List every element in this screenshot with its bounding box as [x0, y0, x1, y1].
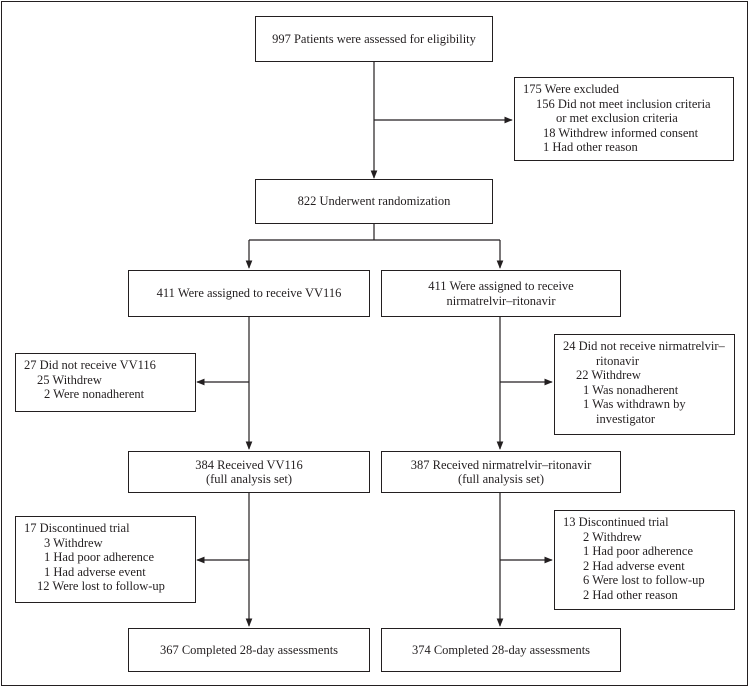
nirma-not-received-item: 22 Withdrew [576, 368, 641, 382]
nirma-not-received-box: 24 Did not receive nirmatrelvir– ritonav… [554, 334, 735, 435]
excluded-item: 1 Had other reason [543, 140, 638, 154]
vv116-not-received-box: 27 Did not receive VV116 25 Withdrew 2 W… [15, 353, 196, 412]
vv116-discontinued-title: 17 Discontinued trial [24, 521, 130, 535]
nirma-discontinued-title: 13 Discontinued trial [563, 515, 669, 529]
excluded-box: 175 Were excluded 156 Did not meet inclu… [514, 77, 734, 161]
vv116-not-received-item: 2 Were nonadherent [44, 387, 145, 401]
nirma-received-text: (full analysis set) [457, 472, 545, 486]
vv116-discontinued-item: 1 Had adverse event [44, 564, 146, 579]
randomization-box: 822 Underwent randomization [255, 179, 493, 224]
nirma-discontinued-box: 13 Discontinued trial 2 Withdrew 1 Had p… [554, 510, 735, 610]
nirma-not-received-title-cont: ritonavir [596, 353, 640, 368]
vv116-discontinued-item: 12 Were lost to follow-up [37, 579, 165, 593]
vv116-received-text: (full analysis set) [205, 472, 293, 486]
nirma-not-received-item: 1 Was nonadherent [583, 382, 679, 397]
screening-box: 997 Patients were assessed for eligibili… [255, 16, 493, 62]
nirma-discontinued-item: 6 Were lost to follow-up [583, 573, 705, 587]
vv116-discontinued-item: 3 Withdrew [44, 535, 103, 550]
vv116-assigned-text: 411 Were assigned to receive VV116 [156, 286, 342, 301]
screening-text: 997 Patients were assessed for eligibili… [272, 31, 476, 46]
nirma-completed-box: 374 Completed 28-day assessments [381, 628, 621, 672]
nirma-discontinued-item: 2 Had adverse event [583, 558, 685, 573]
nirma-not-received-item: 1 Was withdrawn by [583, 397, 686, 411]
randomization-text: 822 Underwent randomization [297, 194, 451, 209]
excluded-item: 156 Did not meet inclusion criteria [536, 96, 711, 111]
nirma-received-text: 387 Received nirmatrelvir–ritonavir [410, 457, 592, 472]
nirma-not-received-item: investigator [596, 411, 656, 426]
nirma-assigned-box: 411 Were assigned to receive nirmatrelvi… [381, 270, 621, 317]
vv116-not-received-item: 25 Withdrew [37, 372, 102, 387]
excluded-item: or met exclusion criteria [556, 111, 678, 125]
vv116-received-box: 384 Received VV116 (full analysis set) [128, 451, 370, 493]
nirma-assigned-text: 411 Were assigned to receive [428, 279, 574, 293]
vv116-received-text: 384 Received VV116 [195, 457, 303, 472]
excluded-title: 175 Were excluded [523, 82, 619, 96]
vv116-discontinued-item: 1 Had poor adherence [44, 550, 155, 564]
nirma-assigned-text: nirmatrelvir–ritonavir [446, 293, 556, 308]
nirma-discontinued-item: 1 Had poor adherence [583, 544, 694, 558]
nirma-completed-text: 374 Completed 28-day assessments [411, 642, 591, 657]
vv116-assigned-box: 411 Were assigned to receive VV116 [128, 270, 370, 317]
nirma-received-box: 387 Received nirmatrelvir–ritonavir (ful… [381, 451, 621, 493]
vv116-completed-text: 367 Completed 28-day assessments [159, 642, 339, 657]
nirma-not-received-title: 24 Did not receive nirmatrelvir– [563, 339, 725, 353]
excluded-item: 18 Withdrew informed consent [543, 125, 699, 140]
nirma-discontinued-item: 2 Withdrew [583, 529, 642, 544]
vv116-not-received-title: 27 Did not receive VV116 [24, 358, 156, 372]
nirma-discontinued-item: 2 Had other reason [583, 587, 678, 602]
vv116-completed-box: 367 Completed 28-day assessments [128, 628, 370, 672]
vv116-discontinued-box: 17 Discontinued trial 3 Withdrew 1 Had p… [15, 516, 196, 603]
